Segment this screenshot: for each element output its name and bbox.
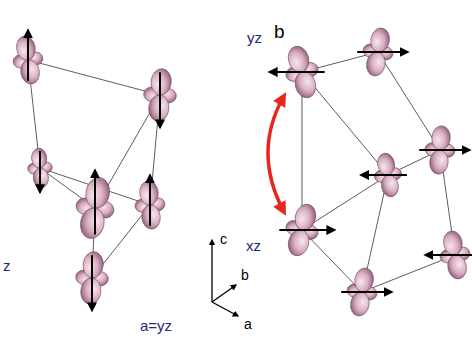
spin-arrow	[27, 30, 29, 80]
d-orbital	[270, 44, 325, 100]
lattice-line	[302, 175, 388, 230]
lattice-line	[378, 52, 440, 150]
orbital-lobe	[292, 202, 318, 233]
orbital-lobe	[141, 204, 162, 230]
d-orbital	[357, 27, 407, 78]
orbital-lobe	[82, 251, 104, 279]
axis-line	[211, 240, 212, 302]
text-label: b	[274, 22, 285, 43]
spin-arrow	[425, 254, 472, 256]
d-orbital	[134, 175, 165, 230]
orbital-group	[12, 27, 472, 318]
orbital-lobe	[429, 149, 450, 175]
spin-arrow	[159, 72, 161, 127]
text-label: yz	[247, 30, 262, 47]
orbital-lobe	[15, 35, 37, 62]
orbital-lobe	[285, 227, 311, 258]
orbital-lobe	[376, 152, 396, 177]
d-orbital	[75, 251, 109, 311]
spin-arrow	[341, 291, 391, 293]
spin-arrow	[39, 151, 41, 192]
orbital-lobe	[83, 176, 112, 210]
spin-arrow	[419, 149, 469, 151]
spin-arrow	[270, 71, 325, 73]
spin-arrow	[91, 255, 93, 310]
text-label: xz	[246, 238, 261, 255]
orbital-lobe	[78, 206, 107, 240]
orbital-lobe	[353, 267, 375, 294]
text-label: a=yz	[140, 318, 172, 335]
d-orbital	[361, 152, 407, 198]
orbital-lobe	[292, 69, 318, 100]
text-label: a	[244, 317, 252, 332]
orbital-lobe	[139, 180, 160, 206]
d-orbital	[279, 202, 334, 258]
orbital-lobe	[148, 94, 170, 122]
axis-line	[212, 285, 236, 302]
d-orbital	[341, 267, 391, 318]
orbital-lobe	[19, 58, 41, 85]
orbital-lobe	[150, 68, 172, 96]
spin-arrow	[94, 170, 96, 234]
spin-arrow	[361, 174, 407, 176]
orbital-lobe	[442, 230, 464, 257]
orbital-lobe	[369, 27, 391, 54]
d-orbital	[419, 125, 469, 175]
d-orbital	[27, 148, 52, 193]
d-orbital	[75, 170, 116, 240]
orbital-lobe	[365, 50, 387, 77]
text-label: b	[241, 268, 249, 283]
exchange-arrow	[268, 96, 284, 212]
lattice-line	[362, 255, 455, 292]
orbital-lobe	[80, 277, 102, 305]
axes-and-arrow	[212, 96, 284, 316]
text-label: z	[3, 258, 11, 275]
lattice-line	[28, 60, 160, 95]
orbital-lobe	[431, 125, 452, 151]
axis-line	[212, 302, 238, 316]
orbital-lobe	[349, 290, 371, 317]
spin-arrow	[279, 229, 334, 231]
orbital-lobe	[380, 174, 400, 199]
orbital-lobe	[446, 253, 468, 280]
orbital-lobe	[285, 44, 311, 75]
spin-arrow	[149, 175, 151, 225]
text-label: c	[220, 232, 227, 247]
spin-arrow	[357, 51, 407, 53]
d-orbital	[143, 68, 177, 128]
d-orbital	[12, 30, 44, 85]
d-orbital	[425, 230, 472, 281]
